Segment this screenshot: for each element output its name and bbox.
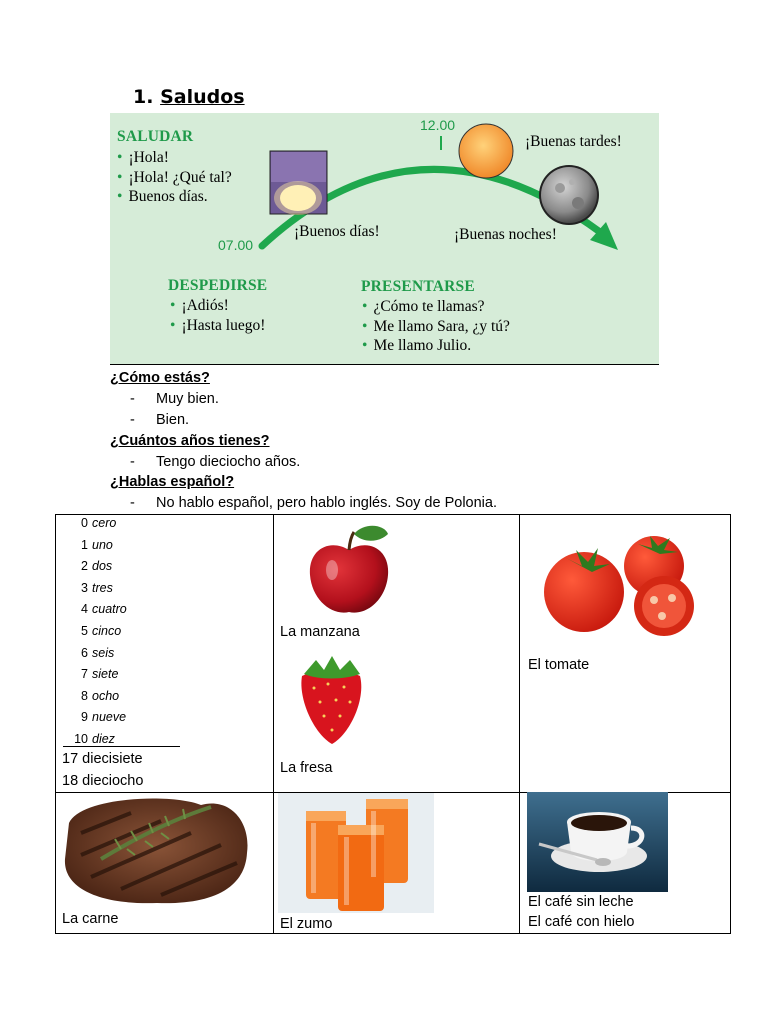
coffee-picture — [527, 792, 668, 892]
list-item: ¡Adiós! — [170, 296, 265, 316]
apple-picture — [309, 525, 389, 613]
saludar-list: ¡Hola! ¡Hola! ¿Qué tal? Buenos días. — [117, 148, 232, 207]
grid-divider — [55, 792, 731, 793]
coffee-label-with-ice: El café con hielo — [528, 914, 635, 930]
sunrise-picture — [269, 150, 328, 215]
list-item: Me llamo Julio. — [362, 336, 510, 356]
title-number: 1. — [133, 86, 154, 108]
number-seventeen: 17 diecisiete — [62, 751, 143, 767]
time-morning: 07.00 — [218, 237, 254, 253]
question-hablas-espanol: ¿Hablas español? — [110, 474, 235, 490]
apple-label: La manzana — [280, 624, 360, 640]
tomato-picture — [544, 536, 694, 636]
page-title: 1. Saludos — [133, 86, 245, 108]
saludar-heading: SALUDAR — [117, 128, 194, 145]
panel-divider — [110, 364, 659, 365]
grid-divider — [273, 514, 274, 934]
juice-label: El zumo — [280, 916, 333, 932]
list-item: ¡Hola! ¿Qué tal? — [117, 168, 231, 188]
list-item: ¡Hasta luego! — [170, 316, 265, 336]
despedirse-list: ¡Adiós! ¡Hasta luego! — [170, 296, 265, 335]
list-item: ¿Cómo te llamas? — [362, 297, 510, 317]
arc-arrowhead — [590, 222, 618, 250]
answer-item: -Bien. — [130, 412, 190, 428]
buenas-noches-label: ¡Buenas noches! — [454, 226, 557, 243]
number-eighteen: 18 dieciocho — [62, 773, 144, 789]
noon-sun — [458, 123, 514, 179]
numbers-underline — [63, 746, 180, 747]
presentarse-list: ¿Cómo te llamas? Me llamo Sara, ¿y tú? M… — [362, 297, 510, 356]
list-item: ¡Hola! — [117, 148, 232, 168]
answer-item: -Tengo dieciocho años. — [130, 454, 301, 470]
title-text: Saludos — [160, 86, 245, 108]
question-como-estas: ¿Cómo estás? — [110, 370, 210, 386]
buenos-dias-label: ¡Buenos días! — [294, 223, 380, 240]
list-item: Me llamo Sara, ¿y tú? — [362, 317, 509, 337]
meat-picture — [64, 798, 248, 904]
vocabulary-grid — [55, 514, 731, 934]
strawberry-label: La fresa — [280, 760, 333, 776]
tomato-label: El tomate — [528, 657, 590, 673]
presentarse-heading: PRESENTARSE — [361, 278, 475, 295]
coffee-label-without-milk: El café sin leche — [528, 894, 634, 910]
moon — [539, 165, 599, 225]
buenas-tardes-label: ¡Buenas tardes! — [525, 133, 622, 150]
juice-picture — [278, 793, 434, 913]
time-noon: 12.00 — [420, 117, 456, 133]
grid-divider — [519, 514, 520, 934]
meat-label: La carne — [62, 911, 119, 927]
question-cuantos-anos: ¿Cuántos años tienes? — [110, 433, 270, 449]
answer-item: -Muy bien. — [130, 391, 219, 407]
list-item: Buenos días. — [117, 187, 232, 207]
answer-item: -No hablo español, pero hablo inglés. So… — [130, 495, 497, 511]
strawberry-picture — [301, 656, 362, 744]
despedirse-heading: DESPEDIRSE — [168, 277, 268, 294]
